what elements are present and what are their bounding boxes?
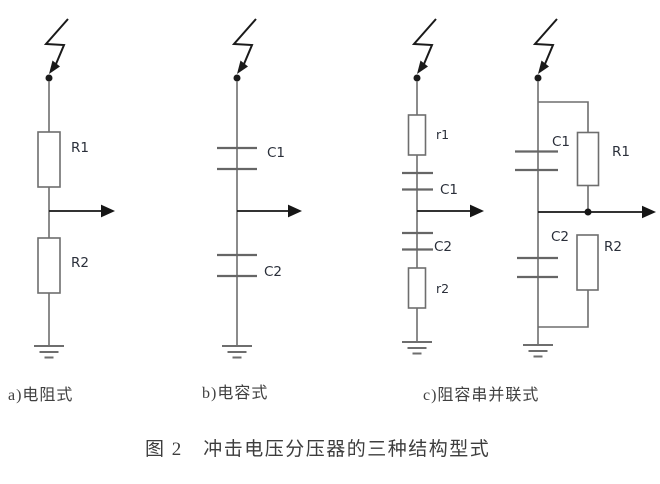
resistor-box-r2-small [407, 267, 427, 309]
lightning-icon [412, 18, 437, 83]
wire-branch-bottom [538, 290, 589, 328]
ground-icon [522, 344, 554, 358]
lightning-icon [232, 18, 257, 83]
resistor-box-r2 [37, 237, 61, 294]
lightning-icon [533, 18, 558, 83]
resistor-box-r2 [576, 234, 599, 291]
circuit-a [33, 18, 115, 359]
wire-branch-top [538, 101, 589, 132]
capacitor-c2 [217, 253, 257, 278]
capacitor-c1 [402, 171, 433, 191]
label-a-r2: R2 [71, 255, 89, 271]
resistor-box-r1-small [407, 114, 427, 156]
label-a-r1: R1 [71, 140, 89, 156]
capacitor-c2 [517, 256, 558, 279]
circuit-b [217, 18, 302, 359]
label-c-parallel-r2: R2 [604, 239, 622, 255]
figure-caption: 图 2 冲击电压分压器的三种结构型式 [145, 439, 491, 460]
diagram-c-label: c)阻容串并联式 [423, 387, 540, 404]
diagram-b-label: b)电容式 [202, 385, 269, 402]
capacitor-c2 [402, 231, 433, 251]
label-b-c2: C2 [264, 264, 283, 280]
label-b-c1: C1 [267, 145, 286, 161]
label-c-parallel-c2: C2 [551, 229, 570, 245]
label-c-series-c1: C1 [440, 182, 459, 198]
label-c-series-r2: r2 [436, 281, 450, 296]
circuit-c-parallel [515, 18, 656, 358]
diagram-a-label: a)电阻式 [8, 387, 74, 404]
capacitor-c1 [217, 146, 257, 171]
label-c-parallel-c1: C1 [552, 134, 571, 150]
junction-dot [584, 208, 592, 216]
resistor-box-r1 [576, 131, 600, 187]
ground-icon [33, 345, 65, 359]
capacitor-c1 [515, 150, 558, 172]
label-c-series-c2: C2 [434, 239, 453, 255]
arrow-right-icon [237, 204, 302, 218]
lightning-icon [44, 18, 69, 83]
resistor-box-r1 [37, 131, 61, 188]
ground-icon [221, 345, 253, 359]
label-c-series-r1: r1 [436, 127, 450, 142]
circuit-c-series [401, 18, 484, 355]
label-c-parallel-r1: R1 [612, 144, 630, 160]
arrow-right-icon [417, 204, 484, 218]
arrow-right-icon [538, 205, 656, 219]
arrow-right-icon [49, 204, 115, 218]
ground-icon [401, 341, 433, 355]
